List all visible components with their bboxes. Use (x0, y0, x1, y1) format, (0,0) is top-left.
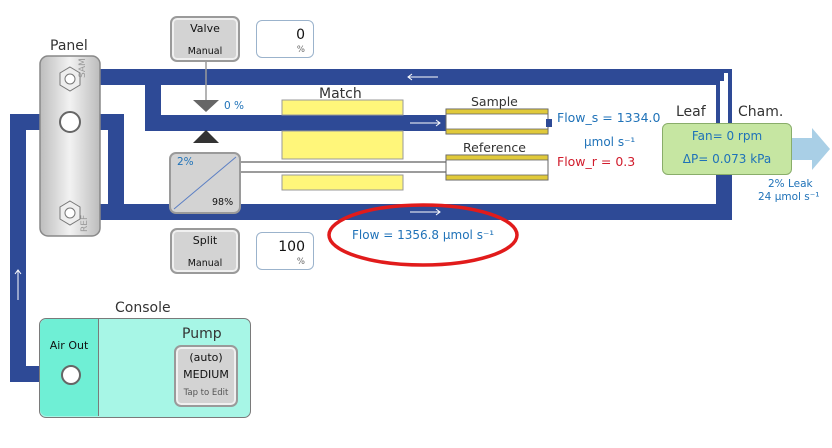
match-block-bot (281, 174, 404, 191)
pump-label: Pump (182, 326, 222, 342)
leaf-label: Leaf (676, 104, 706, 120)
total-flow: Flow = 1356.8 µmol s⁻¹ (352, 228, 495, 242)
split-bottom-pct: 98% (212, 197, 234, 208)
split-value-field[interactable]: 100 % (256, 232, 314, 270)
panel-block (39, 55, 101, 237)
reference-label: Reference (463, 140, 526, 155)
chamber-fan: Fan= 0 rpm (691, 129, 763, 143)
split-value: 100 (278, 239, 305, 255)
leak-flow: 24 µmol s⁻¹ (758, 191, 820, 203)
air-out-label: Air Out (49, 339, 89, 352)
ref-label: REF (80, 214, 90, 232)
valve-button-label: Valve (190, 22, 220, 35)
match-block-mid (281, 130, 404, 160)
sample-flow-unit: µmol s⁻¹ (584, 135, 636, 149)
chamber-block[interactable]: Fan= 0 rpm ΔP= 0.073 kPa (662, 123, 792, 175)
pump-hint: Tap to Edit (183, 388, 229, 398)
split-button-label: Split (192, 234, 218, 247)
valve-unit: % (296, 45, 305, 55)
valve-down-triangle (193, 100, 219, 112)
valve-value-field[interactable]: 0 % (256, 20, 314, 58)
chamber-dp: ΔP= 0.073 kPa (682, 152, 772, 166)
pump-mode: (auto) (189, 351, 223, 364)
flow-arrow-icon (14, 269, 22, 300)
pump-button[interactable]: (auto) MEDIUM Tap to Edit (174, 345, 238, 407)
split-button[interactable]: Split Manual (170, 228, 240, 274)
valve-indicator: 0 % (224, 100, 244, 112)
console-label: Console (115, 300, 171, 316)
valve-value: 0 (296, 27, 305, 43)
split-button-mode: Manual (187, 258, 223, 269)
pump-level: MEDIUM (183, 368, 229, 381)
valve-up-triangle (193, 130, 219, 143)
sample-label: Sample (471, 94, 518, 109)
valve-button-mode: Manual (187, 46, 223, 57)
match-label: Match (319, 86, 362, 102)
air-out-block[interactable]: Air Out (40, 319, 99, 416)
flow-arrow-icon (410, 119, 441, 127)
sam-label: SAM (78, 58, 88, 78)
sample-flow: Flow_s = 1334.0 (557, 110, 661, 125)
panel-label: Panel (50, 38, 88, 54)
flow-arrow-icon (407, 73, 438, 81)
match-block-top (281, 99, 404, 116)
split-top-pct: 2% (177, 156, 194, 168)
chamber-label: Cham. (738, 104, 784, 120)
leak-pct: 2% Leak (768, 178, 813, 190)
air-out-port-icon (61, 365, 81, 385)
valve-button[interactable]: Valve Manual (170, 16, 240, 62)
split-unit: % (296, 257, 305, 267)
reference-flow: Flow_r = 0.3 (557, 154, 636, 169)
panel-port-icon (59, 111, 81, 133)
ref-nut-icon (59, 200, 81, 226)
flow-highlight-ellipse (327, 203, 519, 267)
leak-arrow-icon (790, 128, 830, 170)
sam-nut-icon (59, 66, 81, 92)
flow-arrow-icon (410, 208, 441, 216)
